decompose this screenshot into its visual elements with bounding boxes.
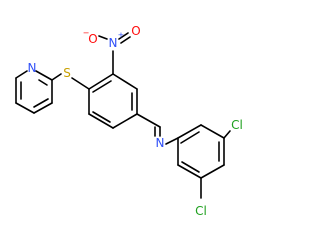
- thioether-linkage: S: [51, 66, 90, 90]
- sulfur-atom: S: [63, 66, 71, 80]
- bond-double-inner: [92, 80, 112, 93]
- nitro-oxygen-left: O: [88, 32, 97, 46]
- nitro-nitrogen: N: [109, 36, 118, 50]
- dichlorophenyl-ring: [177, 124, 225, 179]
- bond: [200, 124, 225, 139]
- chlorine-bottom: Cl: [195, 204, 207, 218]
- bond-double-inner: [38, 79, 48, 86]
- bond: [200, 164, 225, 179]
- bond-double-inner: [33, 98, 49, 108]
- bond: [118, 32, 129, 40]
- central-benzene-ring: [88, 73, 138, 129]
- bond: [15, 70, 28, 79]
- molecule-structure: O − N + O S N N: [15, 24, 243, 218]
- imine-linkage: N: [136, 113, 179, 150]
- pyridine-ring: N: [15, 61, 53, 114]
- bond: [177, 124, 202, 139]
- bond: [15, 102, 35, 114]
- nitro-group: O − N + O: [83, 24, 141, 75]
- bond: [177, 164, 202, 179]
- bond-double-inner: [181, 161, 200, 173]
- bond: [33, 102, 53, 114]
- bond: [165, 137, 179, 145]
- bond: [88, 73, 114, 90]
- bond: [136, 113, 161, 128]
- bond: [223, 130, 231, 139]
- bond: [71, 77, 90, 90]
- nitro-oxygen-right: O: [131, 24, 140, 38]
- bond: [35, 70, 53, 81]
- bond: [98, 35, 108, 40]
- bond-double: [120, 36, 131, 44]
- bond: [112, 113, 138, 129]
- bond-double-inner: [180, 131, 200, 144]
- nitro-nitrogen-charge: +: [118, 31, 125, 40]
- bond: [51, 73, 62, 81]
- chlorine-top: Cl: [231, 118, 243, 132]
- bond-double-inner: [92, 111, 111, 123]
- chlorine-substituents: Cl Cl: [195, 118, 243, 218]
- pyridine-nitrogen: N: [28, 61, 37, 75]
- bond: [112, 73, 138, 90]
- imine-nitrogen: N: [156, 136, 165, 150]
- molecule-diagram: O − N + O S N N: [15, 24, 243, 218]
- nitro-oxygen-charge: −: [83, 29, 90, 38]
- bond: [88, 113, 114, 129]
